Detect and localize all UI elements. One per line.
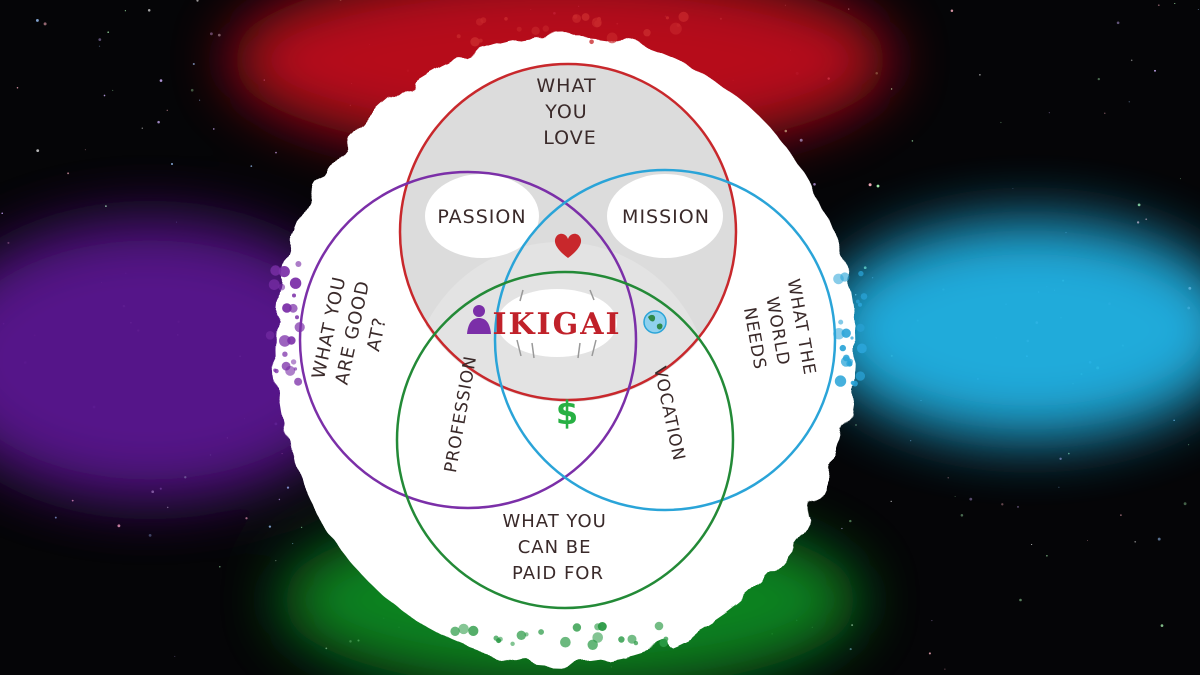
passion-oval	[425, 174, 539, 258]
good-at-circle	[298, 170, 638, 510]
paid-for-circle	[395, 270, 735, 610]
globe-icon	[643, 310, 667, 334]
person-icon	[467, 305, 491, 334]
paid-for-label: WHAT YOU CAN BE PAID FOR	[502, 511, 613, 584]
love-circle	[398, 62, 738, 402]
mission-oval	[607, 174, 723, 258]
passion-label: PASSION	[437, 206, 526, 228]
paint-dots	[265, 11, 868, 650]
cyan-paint-smear	[820, 220, 1200, 440]
mission-label: MISSION	[622, 206, 710, 228]
dollar-icon: $	[556, 394, 578, 432]
world-needs-circle	[493, 168, 837, 512]
love-label: WHAT YOU LOVE	[536, 75, 603, 149]
ikigai-title: IKIGAI	[492, 307, 621, 342]
purple-paint-smear	[0, 220, 370, 500]
ikigai-oval	[497, 289, 617, 357]
ikigai-center: IKIGAI	[492, 289, 621, 359]
heart-icon	[554, 233, 582, 258]
